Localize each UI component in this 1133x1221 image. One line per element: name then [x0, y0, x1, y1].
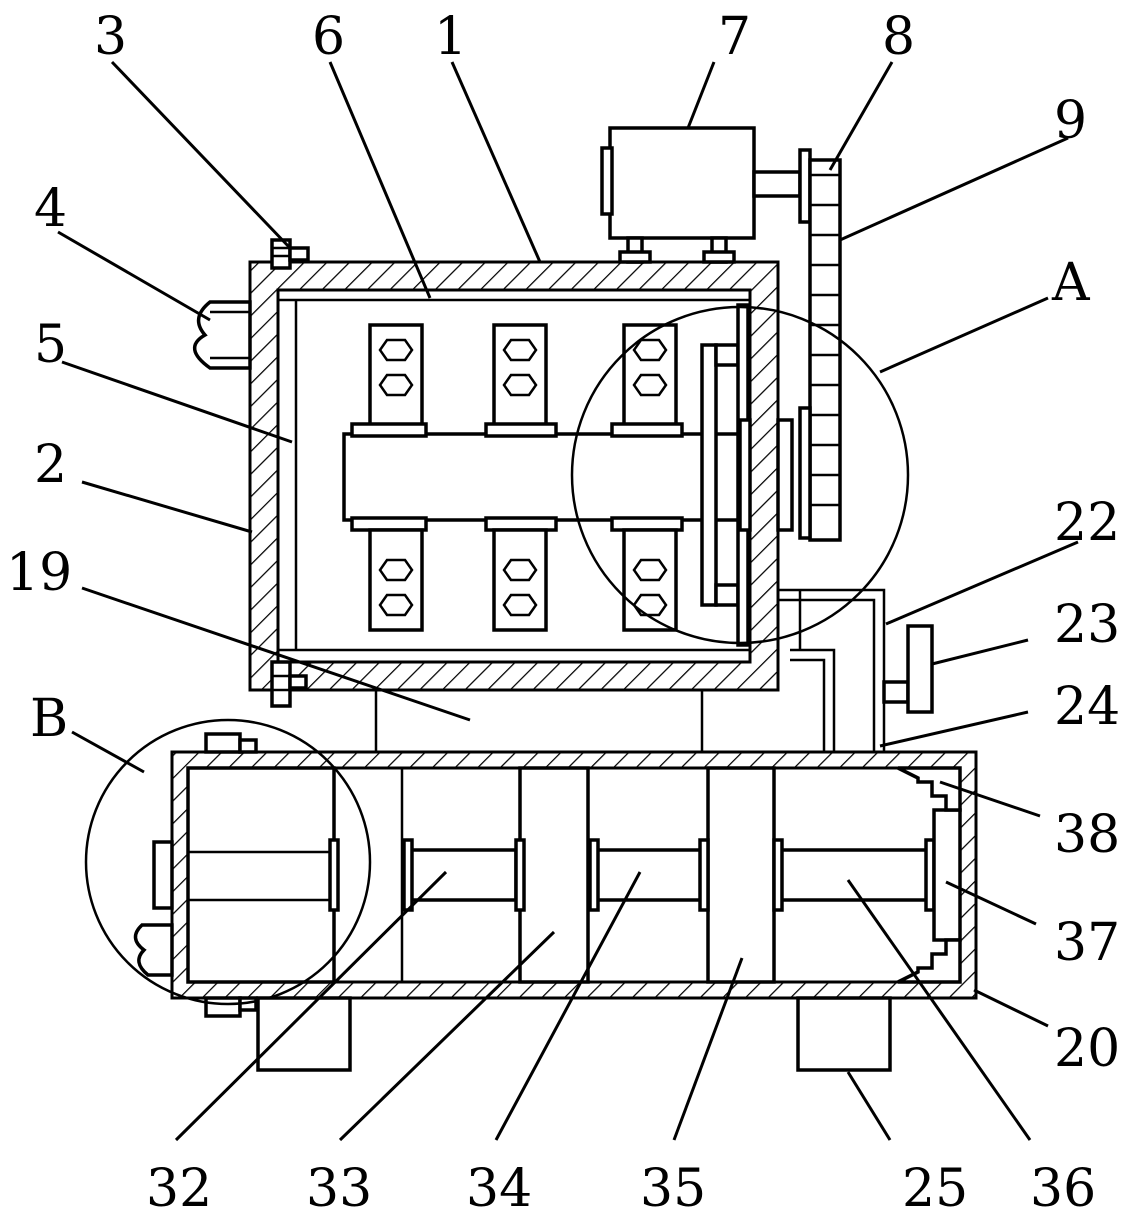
hinge-bottom	[270, 660, 308, 708]
hinge-top	[270, 238, 310, 270]
label-36: 36	[1030, 1159, 1096, 1219]
label-9: 9	[1054, 91, 1087, 151]
motor	[600, 126, 802, 264]
support-column	[374, 690, 704, 752]
label-b: B	[30, 689, 68, 749]
connecting-pipe	[778, 588, 886, 752]
label-5: 5	[34, 315, 67, 375]
label-32: 32	[146, 1159, 212, 1219]
label-23: 23	[1054, 595, 1120, 655]
label-34: 34	[466, 1159, 532, 1219]
label-25: 25	[902, 1159, 968, 1219]
label-19: 19	[6, 543, 72, 603]
blades	[350, 323, 684, 632]
label-6: 6	[312, 7, 345, 67]
inlet-pipe	[193, 300, 252, 370]
label-22: 22	[1054, 493, 1120, 553]
label-4: 4	[34, 179, 67, 239]
label-37: 37	[1054, 913, 1120, 973]
label-a: A	[1051, 253, 1091, 313]
label-7: 7	[718, 7, 751, 67]
detail-circle-b	[84, 718, 372, 1006]
chain-drive	[798, 148, 842, 542]
label-38: 38	[1054, 805, 1120, 865]
label-24: 24	[1054, 677, 1120, 737]
detail-circle-a	[570, 305, 910, 645]
label-20: 20	[1054, 1019, 1120, 1079]
lower-housing	[170, 750, 978, 1000]
bearing-assembly	[700, 303, 794, 647]
label-3: 3	[94, 7, 127, 67]
leader-lines	[57, 60, 1079, 1142]
feet	[256, 996, 892, 1072]
label-8: 8	[882, 7, 915, 67]
stirring-shaft	[342, 432, 746, 522]
valve	[882, 624, 934, 714]
label-1: 1	[434, 7, 467, 67]
label-2: 2	[34, 435, 67, 495]
label-33: 33	[306, 1159, 372, 1219]
label-35: 35	[640, 1159, 706, 1219]
reference-labels: 1 3 6 7 8 9 4 A 5 2 22 19 23 24 B 38 37 …	[6, 7, 1120, 1219]
